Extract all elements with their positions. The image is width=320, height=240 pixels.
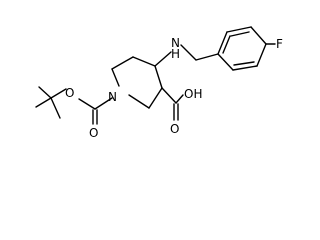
bond-aryl-c4-c5 — [256, 43, 267, 67]
atom-label-acid-oh: OH — [184, 87, 202, 101]
atom-label-ester-o: O — [65, 86, 74, 100]
bond-ring-c4-c3 — [154, 65, 163, 89]
bond-ester-o-tbu — [50, 88, 67, 99]
atom-label-ring-n: N — [108, 90, 117, 104]
bond-aryl-c1-c2 — [217, 31, 228, 55]
bond-acid-c-oh — [175, 94, 184, 104]
bond-ring-c6-c5 — [111, 56, 134, 70]
atom-labels: N H F OH N O O O — [65, 36, 283, 140]
bond-aryl-inner-2 — [233, 61, 255, 66]
bond-tbu-me-1 — [38, 86, 52, 99]
bond-aryl-c5-c6 — [232, 65, 258, 71]
bond-aryl-c3-c4 — [250, 26, 267, 45]
bond-ring-c5-c4 — [132, 56, 156, 67]
bond-boc-c-ester-o — [78, 98, 96, 110]
atom-label-boc-carbonyl-o: O — [89, 126, 98, 140]
atom-label-amine-n: N — [171, 36, 180, 50]
structure-canvas: N H F OH N O O O — [35, 26, 283, 140]
atom-label-amine-h: H — [171, 47, 180, 61]
bond-ring-n1-c6 — [111, 68, 120, 87]
bond-aryl-inner-3 — [222, 35, 231, 54]
bond-tbu-me-3 — [50, 97, 61, 119]
bond-aryl-inner-1 — [230, 31, 250, 37]
bond-tbu-me-2 — [35, 97, 52, 108]
bond-aryl-c6-c1 — [217, 53, 234, 71]
bond-c3-acid-c — [161, 87, 177, 104]
atom-label-acid-carbonyl-o: O — [170, 122, 179, 136]
bond-nh-ch2 — [180, 44, 197, 61]
bond-aryl-c2-c3 — [226, 26, 252, 33]
bond-n1-boc-c — [94, 97, 113, 110]
bond-ring-c3-c2 — [148, 87, 163, 109]
bond-ch2-aryl — [195, 53, 219, 61]
atom-label-fluorine: F — [276, 37, 283, 51]
bonds — [35, 26, 276, 125]
bond-c4-nh — [154, 51, 172, 67]
bond-ring-c2-n1 — [128, 94, 150, 109]
molecule-diagram: N H F OH N O O O — [35, 26, 283, 140]
